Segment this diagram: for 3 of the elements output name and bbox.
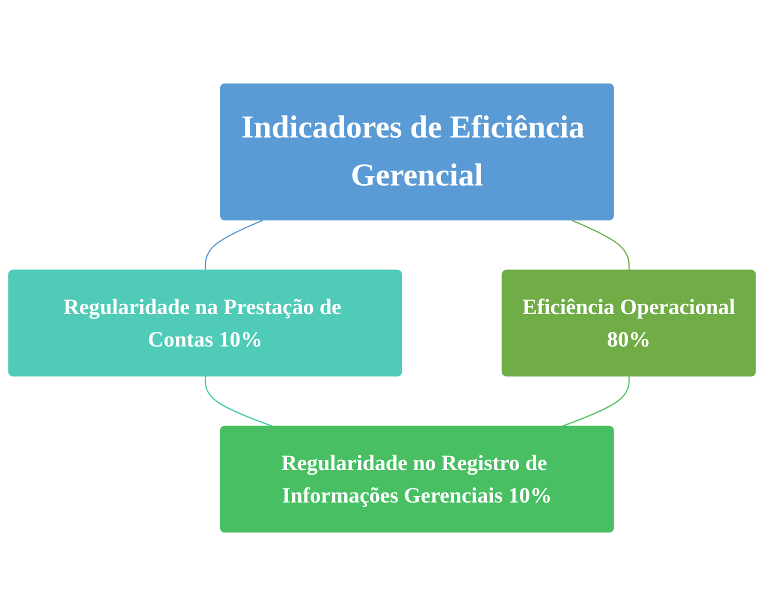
connector (204, 219, 264, 270)
connector (572, 219, 630, 270)
connector (560, 376, 630, 427)
